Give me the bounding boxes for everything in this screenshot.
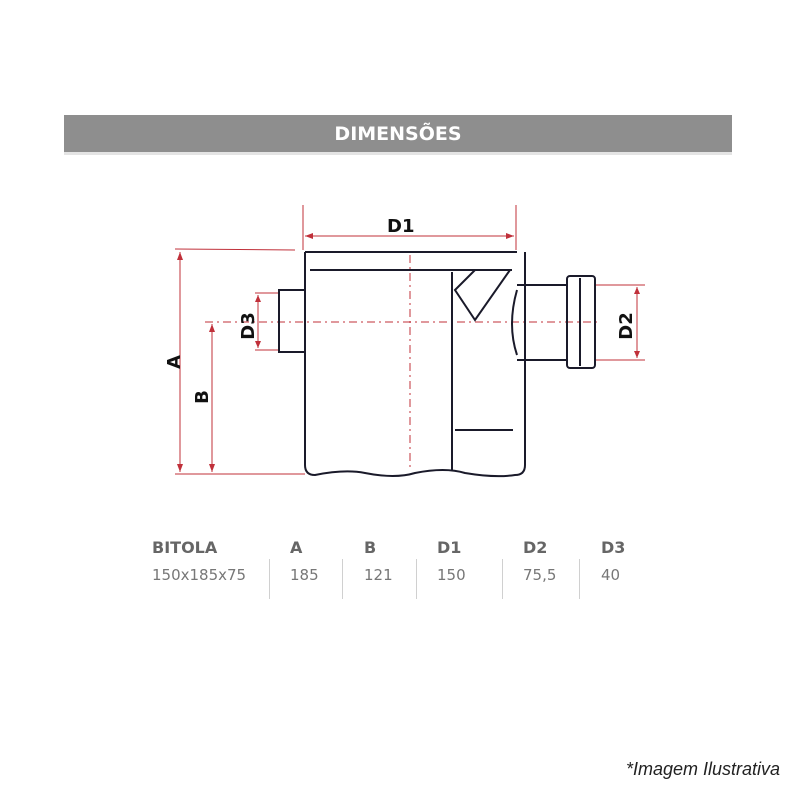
label-d3: D3 (238, 312, 259, 339)
cell-b: 121 (364, 566, 393, 584)
cell-a: 185 (290, 566, 319, 584)
col-header-d1: D1 (437, 538, 462, 557)
col-header-d2: D2 (523, 538, 548, 557)
part-outline (278, 251, 596, 478)
section-header: DIMENSÕES (64, 115, 732, 155)
label-d1: D1 (387, 216, 414, 237)
label-a: A (164, 355, 185, 369)
divider (579, 559, 580, 599)
cell-d3: 40 (601, 566, 621, 584)
cell-d2: 75,5 (523, 566, 557, 584)
divider (269, 559, 270, 599)
col-header-a: A (290, 538, 303, 557)
col-header-d3: D3 (601, 538, 626, 557)
section-title: DIMENSÕES (334, 122, 462, 145)
label-b: B (192, 390, 213, 404)
cell-d1: 150 (437, 566, 466, 584)
divider (342, 559, 343, 599)
col-header-b: B (364, 538, 377, 557)
arrowheads (177, 233, 640, 472)
divider (416, 559, 417, 599)
cell-bitola: 150x185x75 (152, 566, 247, 584)
label-d2: D2 (616, 312, 637, 339)
footnote: *Imagem Ilustrativa (625, 759, 780, 779)
dimension-lines (174, 205, 645, 475)
col-header-bitola: BITOLA (152, 538, 218, 557)
divider (502, 559, 503, 599)
